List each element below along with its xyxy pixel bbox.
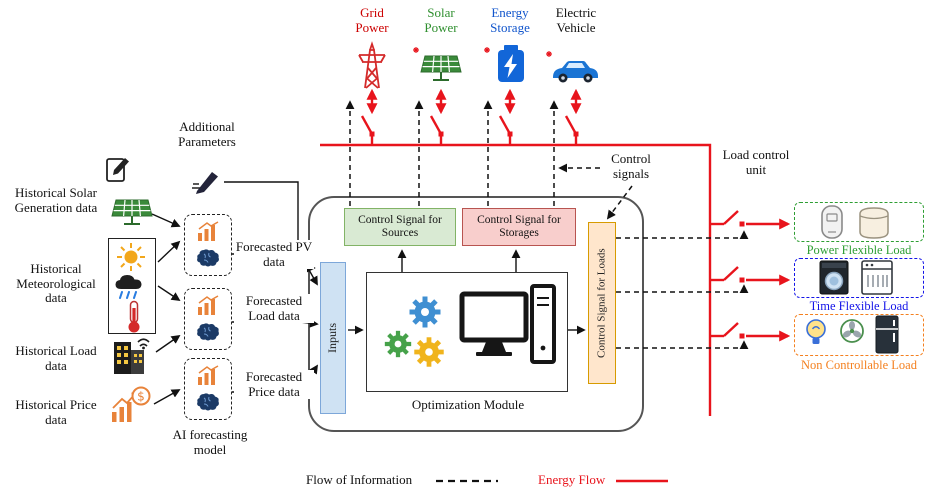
historical-solar-label: Historical Solar Generation data bbox=[14, 185, 98, 215]
forecast-box-pv bbox=[184, 214, 232, 276]
load-control-unit-label: Load control unit bbox=[722, 147, 790, 177]
ai-forecasting-model-label: AI forecasting model bbox=[172, 427, 248, 457]
solar-panel-icon bbox=[420, 55, 462, 81]
battery-storage-icon bbox=[498, 45, 524, 82]
switch-icon-storage bbox=[498, 88, 516, 145]
optimization-module-label: Optimization Module bbox=[411, 397, 525, 412]
switch-icon-solar bbox=[429, 88, 447, 145]
historical-met-label: Historical Meteorological data bbox=[16, 261, 96, 306]
load-energy-switches bbox=[710, 210, 791, 342]
legend-information-label: Flow of Information bbox=[306, 472, 413, 487]
switch-icon-load-1 bbox=[710, 210, 791, 230]
price-chart-icon: $ bbox=[112, 386, 151, 422]
power-flexible-load-box bbox=[794, 202, 924, 242]
clipboard-edit-icon bbox=[106, 158, 129, 182]
source-label-grid-power: Grid Power bbox=[355, 5, 389, 35]
meteorological-icons-box bbox=[108, 238, 156, 334]
forecast-box-price bbox=[184, 358, 232, 420]
control-signals-label: Control signals bbox=[611, 151, 651, 181]
control-signal-storages-label: Control Signal for Storages bbox=[477, 213, 561, 239]
source-label-electric-vehicle: Electric Vehicle bbox=[555, 5, 597, 35]
historical-data-arrows bbox=[151, 213, 181, 405]
control-signal-sources-box: Control Signal for Sources bbox=[344, 208, 456, 246]
transmission-tower-icon bbox=[358, 41, 386, 89]
optimizer-inner-box bbox=[366, 272, 568, 392]
historical-price-label: Historical Price data bbox=[15, 397, 97, 427]
building-icon bbox=[114, 338, 150, 374]
switch-icon-load-3 bbox=[710, 322, 791, 342]
historical-load-label: Historical Load data bbox=[15, 343, 97, 373]
power-flexible-load-label: Power Flexible Load bbox=[806, 243, 912, 257]
charge-sparks-icon bbox=[413, 47, 552, 57]
svg-text:$: $ bbox=[137, 390, 145, 404]
forecast-box-load bbox=[184, 288, 232, 350]
electric-car-icon bbox=[553, 61, 598, 83]
non-controllable-load-label: Non Controllable Load bbox=[801, 358, 917, 372]
time-flexible-load-box bbox=[794, 258, 924, 298]
source-energy-switches bbox=[360, 88, 582, 145]
control-signal-storages-box: Control Signal for Storages bbox=[462, 208, 576, 246]
control-signal-loads-label: Control Signal for Loads bbox=[595, 248, 608, 358]
forecast-price-label: Forecasted Price data bbox=[234, 369, 314, 400]
pen-writing-icon bbox=[192, 172, 218, 194]
forecast-pv-label: Forecasted PV data bbox=[234, 239, 314, 270]
additional-parameters-label: Additional Parameters bbox=[178, 119, 236, 149]
inputs-label: Inputs bbox=[325, 323, 340, 353]
control-signal-loads-bar: Control Signal for Loads bbox=[588, 222, 616, 384]
non-controllable-load-box bbox=[794, 314, 924, 356]
time-flexible-load-label: Time Flexible Load bbox=[809, 299, 909, 313]
legend-energy-label: Energy Flow bbox=[538, 472, 606, 487]
forecast-load-label: Forecasted Load data bbox=[234, 293, 314, 324]
inputs-bar: Inputs bbox=[320, 262, 346, 414]
source-label-energy-storage: Energy Storage bbox=[490, 5, 530, 35]
solar-panel-hist-icon bbox=[111, 199, 153, 225]
switch-icon-grid bbox=[360, 88, 378, 145]
switch-icon-ev bbox=[564, 88, 582, 145]
source-label-solar-power: Solar Power bbox=[424, 5, 458, 35]
switch-icon-load-2 bbox=[710, 266, 791, 286]
source-info-lines bbox=[345, 100, 559, 206]
control-signal-sources-label: Control Signal for Sources bbox=[358, 213, 442, 239]
